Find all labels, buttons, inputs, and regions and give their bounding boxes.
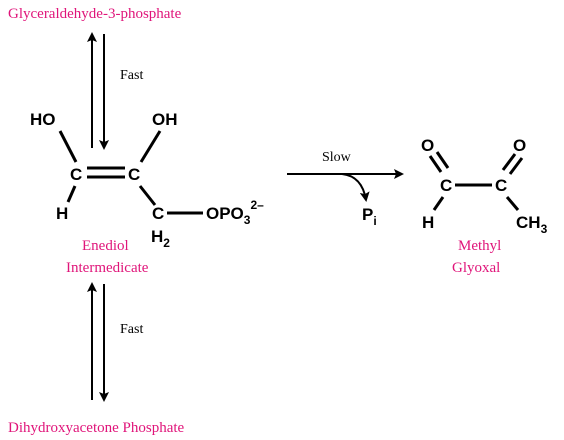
- methylglyoxal-hydrogen: H: [422, 213, 434, 232]
- bottom-rate-label: Fast: [120, 322, 143, 337]
- aldehyde-double-bond-a: [428, 155, 443, 173]
- enediol-c3: C: [152, 204, 164, 223]
- left-hydroxyl: HO: [30, 110, 56, 129]
- enediol-hydrogen: H: [56, 204, 68, 223]
- right-hydroxyl: OH: [152, 110, 178, 129]
- ketone-double-bond-a: [501, 153, 517, 171]
- enediol-label-line1: Enediol: [82, 238, 129, 254]
- ketone-double-bond-b: [508, 157, 524, 175]
- methylglyoxal-label-line2: Glyoxal: [452, 260, 500, 276]
- glyceraldehyde-3-phosphate-label: Glyceraldehyde-3-phosphate: [8, 6, 182, 22]
- methyl-group: CH3: [516, 213, 548, 236]
- dihydroxyacetone-phosphate-label: Dihydroxyacetone Phosphate: [8, 420, 185, 436]
- ch2-group: H2: [151, 227, 170, 250]
- inorganic-phosphate: Pi: [362, 205, 377, 228]
- aldehyde-double-bond-b: [435, 151, 450, 169]
- ketone-carbon: C: [495, 176, 507, 195]
- bond-c2-ch3: [505, 196, 520, 211]
- enediol-c2: C: [128, 165, 140, 184]
- phosphate-group: OPO32–: [206, 198, 264, 227]
- methylglyoxal-label-line1: Methyl: [458, 238, 501, 254]
- bond-c1-h: [432, 196, 445, 211]
- top-rate-label: Fast: [120, 68, 143, 83]
- aldehyde-oxygen: O: [421, 136, 434, 155]
- aldehyde-carbon: C: [440, 176, 452, 195]
- bond-c2-c3: [138, 185, 157, 206]
- bond-oh-c2: [139, 130, 162, 163]
- ketone-oxygen: O: [513, 136, 526, 155]
- slow-rate-label: Slow: [322, 150, 352, 165]
- bond-ho-c1: [58, 130, 78, 163]
- enediol-structure: HO OH C C H C H2 OPO32–: [30, 110, 264, 250]
- bond-c1-h: [66, 185, 77, 203]
- enediol-label-line2: Intermedicate: [66, 260, 149, 276]
- enediol-c1: C: [70, 165, 82, 184]
- phosphate-release-arrow: [341, 173, 370, 202]
- methylglyoxal-structure: O O C C H CH3: [421, 136, 548, 236]
